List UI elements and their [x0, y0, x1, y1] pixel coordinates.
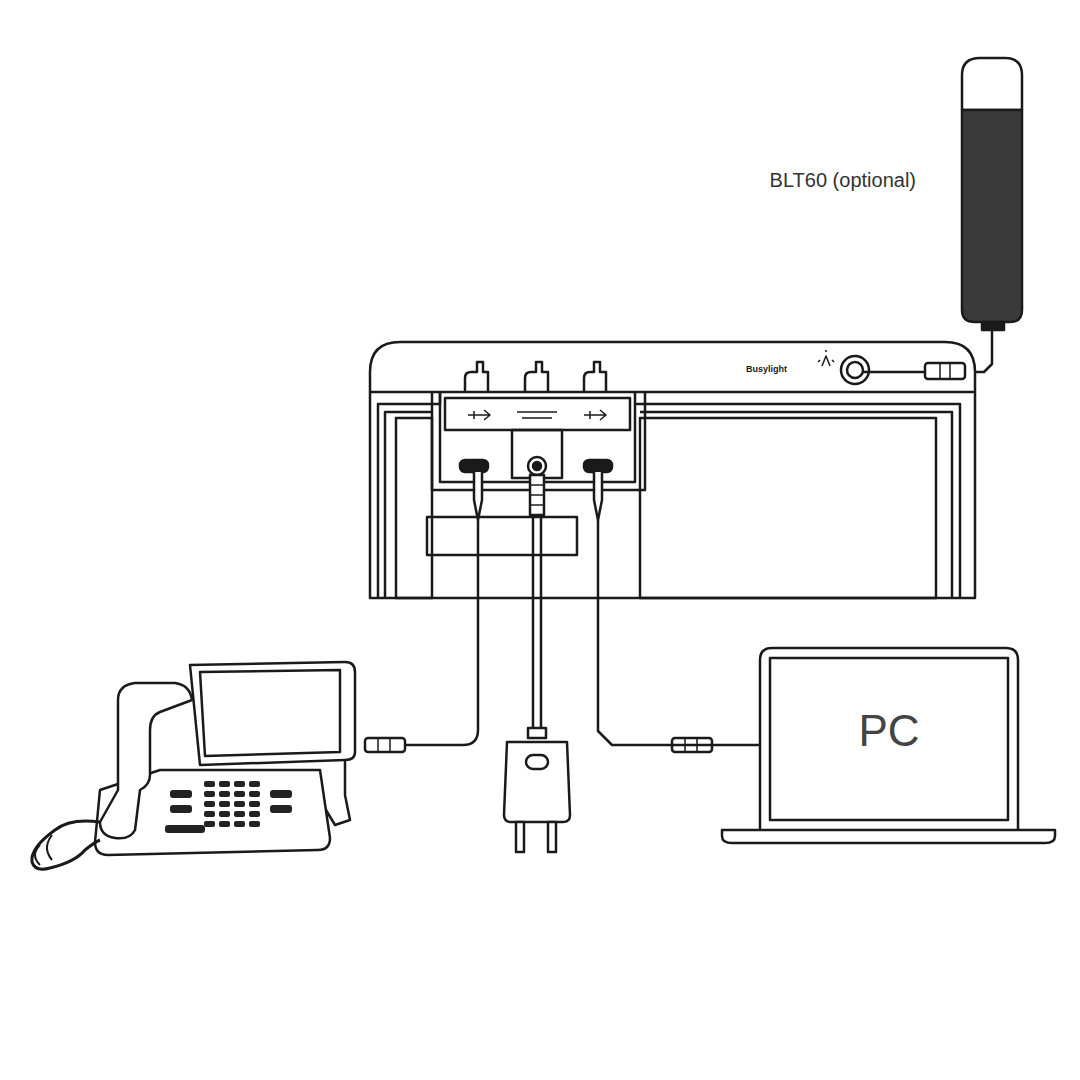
cable-line: [975, 322, 992, 372]
handset-node: BLT60 (optional): [962, 58, 1022, 322]
pc-screen-node: PC: [760, 648, 1018, 830]
node-label: PC: [760, 706, 1018, 756]
node-label: Busylight: [746, 364, 787, 374]
cable-connector: [598, 598, 760, 745]
device-node: Busylight: [370, 342, 975, 598]
cable-connector: [975, 322, 992, 372]
cable-line: [598, 598, 760, 745]
node-label: BLT60 (optional): [770, 169, 916, 192]
